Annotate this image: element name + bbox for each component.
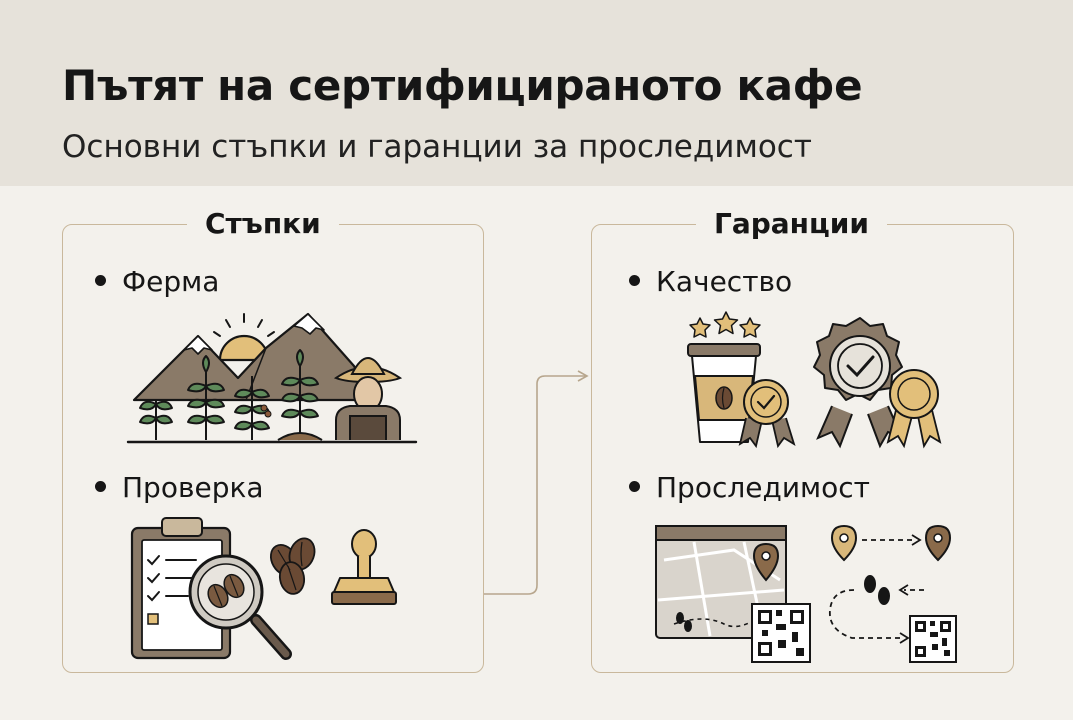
- steps-title: Стъпки: [187, 203, 339, 245]
- header-banner: [0, 0, 1073, 186]
- page-title: Пътят на сертифицираното кафе: [62, 61, 863, 110]
- step-item-inspection: Проверка: [95, 470, 264, 506]
- bullet-icon: [629, 274, 640, 286]
- bullet-icon: [629, 480, 640, 492]
- inspection-icon: [130, 517, 397, 660]
- page-subtitle: Основни стъпки и гаранции за проследимос…: [62, 129, 812, 165]
- guarantees-panel: Гаранции: [591, 203, 1014, 673]
- bullet-icon: [95, 480, 106, 492]
- guarantee-item-quality: Качество: [629, 264, 792, 300]
- quality-badge-icon: [687, 311, 942, 449]
- step-label-farm: Ферма: [122, 265, 220, 298]
- step-item-farm: Ферма: [95, 264, 219, 300]
- bullet-icon: [95, 274, 106, 286]
- traceability-map-icon: [655, 524, 957, 663]
- step-label-inspection: Проверка: [122, 471, 264, 504]
- guarantee-label-quality: Качество: [656, 265, 793, 298]
- guarantee-item-traceability: Проследимост: [629, 470, 870, 506]
- guarantees-title: Гаранции: [696, 203, 888, 245]
- steps-panel: Стъпки: [62, 203, 484, 673]
- farm-scene-icon: [126, 312, 418, 444]
- guarantee-label-traceability: Проследимост: [656, 471, 870, 504]
